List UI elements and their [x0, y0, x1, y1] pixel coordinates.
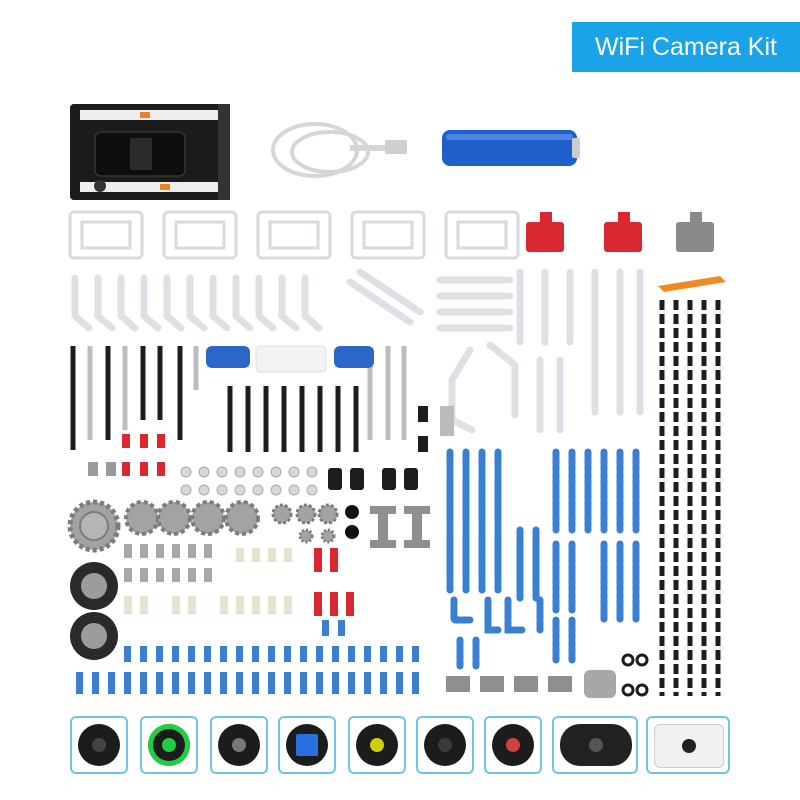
- black-connectors: [328, 406, 454, 490]
- h-brackets: [370, 506, 430, 548]
- gears: [67, 499, 339, 553]
- module-center-mark: [162, 738, 176, 752]
- wheels: [70, 562, 118, 660]
- fan-module-icon: [218, 724, 260, 766]
- usb-cable: [271, 122, 407, 178]
- clear-frames: [68, 210, 520, 260]
- module-tile: [348, 716, 406, 774]
- module-center-mark: [682, 739, 696, 753]
- title-badge: WiFi Camera Kit: [572, 22, 800, 72]
- module-tile: [484, 716, 542, 774]
- controller-board: [70, 104, 230, 200]
- module-center-mark: [589, 738, 603, 752]
- led-ring-module-icon: [148, 724, 190, 766]
- module-tile: [70, 716, 128, 774]
- black-axle-grid: [659, 300, 721, 696]
- module-center-mark: [92, 738, 106, 752]
- module-center-mark: [296, 734, 318, 756]
- camera-module-icon: [654, 724, 724, 768]
- module-tile: [278, 716, 336, 774]
- joystick-module-icon: [78, 724, 120, 766]
- battery: [442, 130, 580, 166]
- star-gears: [345, 505, 359, 539]
- light-sensor-module-icon: [356, 724, 398, 766]
- module-center-mark: [232, 738, 246, 752]
- buzzer-module-icon: [492, 724, 534, 766]
- module-tile: [210, 716, 268, 774]
- module-center-mark: [506, 738, 520, 752]
- module-tile: [140, 716, 198, 774]
- module-tile: [552, 716, 638, 774]
- servo-motors: [526, 212, 714, 252]
- module-tile: [646, 716, 730, 774]
- led-matrix-module-icon: [286, 724, 328, 766]
- blue-pins: [76, 620, 419, 694]
- connector-pins: [124, 544, 354, 616]
- module-tile: [416, 716, 474, 774]
- gray-connectors: [446, 670, 616, 698]
- sensor-holder: [206, 345, 374, 373]
- blue-beams: [446, 448, 640, 672]
- module-center-mark: [438, 738, 452, 752]
- bushings: [180, 466, 318, 496]
- black-rings: [621, 653, 649, 697]
- orange-clip: [658, 276, 726, 292]
- module-center-mark: [370, 738, 384, 752]
- clear-bent-beams: [71, 268, 644, 434]
- ultrasonic-module-icon: [560, 724, 632, 766]
- sound-sensor-module-icon: [424, 724, 466, 766]
